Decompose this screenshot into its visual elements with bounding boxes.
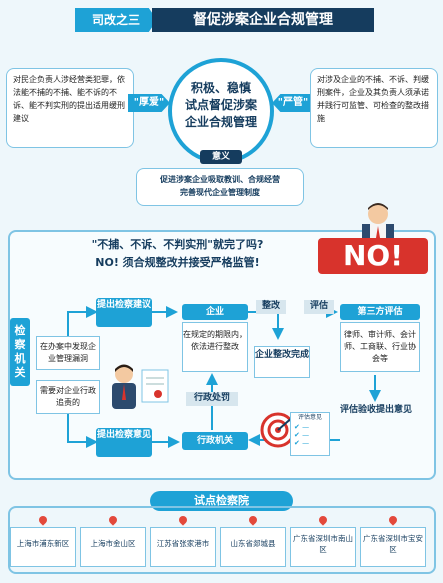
admin-organ: 行政机关 (182, 432, 248, 450)
enterprise-title: 企业 (182, 304, 248, 320)
meaning-line-1: 促进涉案企业吸取教训、合规经营 (160, 175, 280, 184)
right-arrow-label: "严管" (272, 94, 314, 112)
slogan-line-1: "不捕、不诉、不判实刑"就完了吗? (91, 238, 264, 251)
checklist-illustration: 评估意见 ✔ —✔ —✔ — (290, 412, 330, 456)
checklist-title: 评估意见 (297, 414, 322, 421)
review-box: 评估验收提出意见 (340, 405, 413, 415)
rectify-done: 企业整改完成 (254, 346, 310, 378)
center-line-2: 试点督促涉案 (184, 98, 257, 112)
procuratorate-vertical-label: 检察机关 (10, 318, 30, 386)
site-4: 山东省郯城县 (220, 527, 286, 567)
pilot-bar (8, 506, 436, 574)
left-box: 对民企负责人涉经营类犯罪，依法能不捕的不捕、能不诉的不诉、能不判实刑的提出适用缓… (6, 68, 134, 148)
target-illustration (260, 412, 296, 448)
third-party-box: 律师、审计师、会计师、工商联、行业协会等 (340, 322, 420, 372)
header-tag: 司改之三 (75, 8, 157, 32)
admin-penalty-label: 行政处罚 (186, 392, 238, 406)
third-party-title: 第三方评估 (340, 304, 420, 320)
meaning-line-2: 完善现代企业管理制度 (180, 188, 260, 197)
page-title: 督促涉案企业合规管理 (152, 8, 374, 32)
site-1: 上海市浦东新区 (10, 527, 76, 567)
center-line-1: 积极、稳慎 (190, 81, 251, 95)
center-line-3: 企业合规管理 (184, 115, 257, 129)
site-6: 广东省深圳市宝安区 (360, 527, 426, 567)
meaning-label: 意义 (200, 150, 242, 164)
center-circle: 积极、稳慎 试点督促涉案 企业合规管理 (168, 58, 274, 164)
suggestion-bottom: 提出检察意见 (96, 428, 152, 457)
officer-illustration (112, 364, 169, 409)
site-2: 上海市金山区 (80, 527, 146, 567)
no-graphic: NO! (318, 238, 428, 274)
left-arrow-label: "厚爱" (128, 94, 170, 112)
site-3: 江苏省张家港市 (150, 527, 216, 567)
evaluate-label: 评估 (304, 300, 334, 314)
admin-liability-box: 需要对企业行政追责的 (36, 380, 100, 414)
check-icon: ✔ —✔ —✔ — (294, 423, 310, 447)
site-5: 广东省深圳市南山区 (290, 527, 356, 567)
right-box: 对涉及企业的不捕、不诉、判缓刑案件，企业及其负责人须承诺并践行可监管、可检查的整… (310, 68, 438, 148)
enterprise-box: 在规定的期限内，依法进行整改 (182, 322, 248, 372)
suggestion-top: 提出检察建议 (96, 298, 152, 327)
slogan-line-2: NO! 须合规整改并接受严格监管! (95, 256, 260, 269)
meaning-box: 促进涉案企业吸取教训、合规经营 完善现代企业管理制度 (136, 168, 304, 206)
slogan: "不捕、不诉、不判实刑"就完了吗? NO! 须合规整改并接受严格监管! (40, 236, 315, 272)
rectify-label: 整改 (256, 300, 286, 314)
found-case-box: 在办案中发现企业管理漏洞 (36, 336, 100, 370)
